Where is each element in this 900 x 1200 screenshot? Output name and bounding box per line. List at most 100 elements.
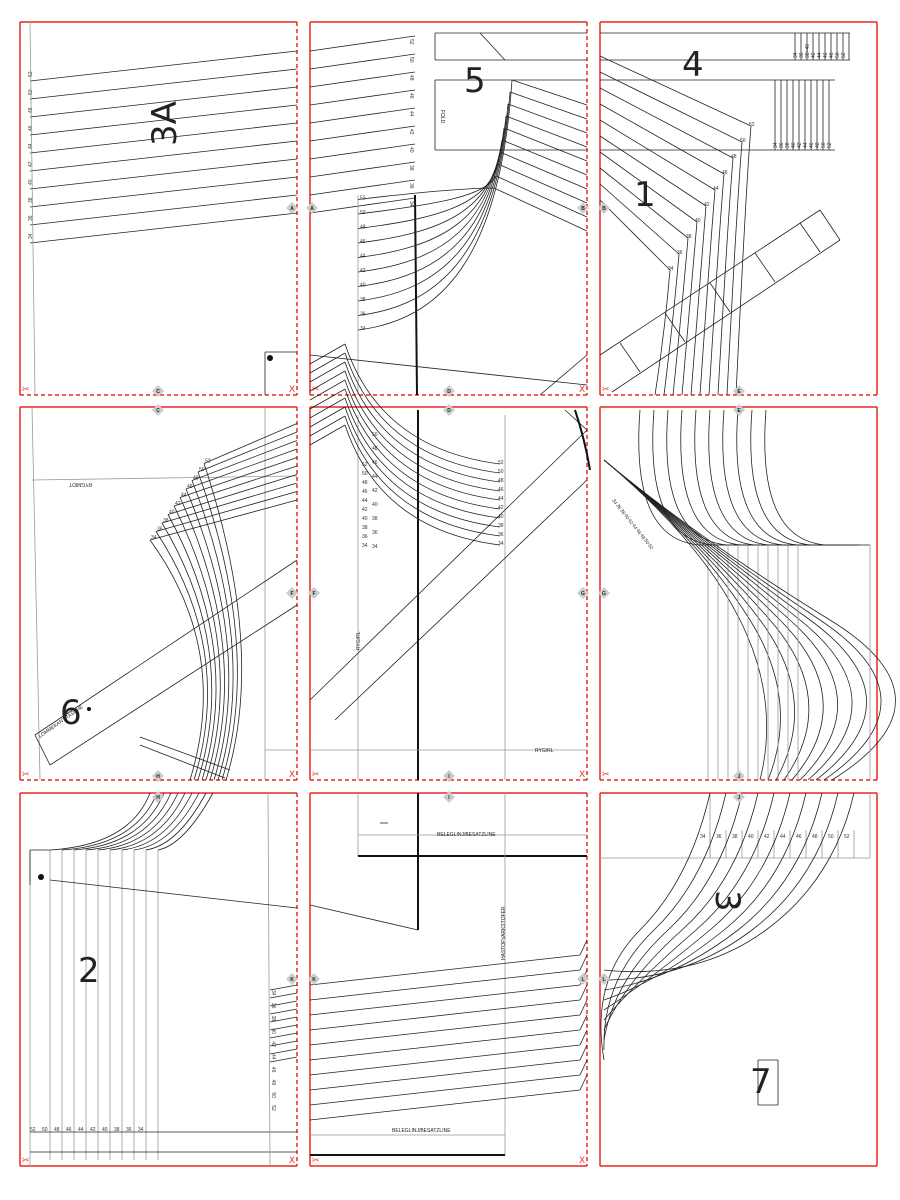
pattern-curve [357,187,495,200]
pattern-line [599,87,734,159]
sheet-tile: ✂X [309,792,588,1167]
match-marker-b [577,202,589,214]
size-label: 46 [796,834,802,840]
match-marker-e [733,404,745,416]
size-label: 52 [362,462,368,468]
pattern-curve [603,792,727,1051]
pattern-curve [654,269,671,396]
pattern-curve [600,792,711,1061]
pattern-line [619,342,641,373]
size-label: 42 [270,1041,276,1047]
pattern-line [309,53,416,70]
pattern-line [507,103,588,134]
pattern-curve [344,352,501,474]
match-marker-a [286,202,298,214]
size-label: 40 [362,516,368,522]
pattern-curve [344,388,501,510]
size-label: 42 [372,488,378,494]
pattern-curve [694,409,830,546]
pattern-line [309,969,581,1001]
size-label: 34 [408,201,414,207]
pattern-line [309,361,346,383]
match-marker-g [577,587,589,599]
pattern-curve [603,792,855,973]
pattern-line [309,954,581,986]
pattern-curve [149,539,204,781]
pattern-curve [173,505,221,781]
pattern-curve [603,792,743,1041]
piece4-size-label: 38+40 [805,44,811,58]
pattern-line [49,604,298,766]
pattern-curve [344,370,501,492]
pattern-curve [191,480,234,781]
pattern-line [29,122,298,154]
pattern-curve [603,459,853,781]
pattern-curve [735,125,752,396]
size-label: 42 [28,161,34,167]
pattern-line [309,343,346,365]
pattern-curve [603,792,791,1011]
match-marker-label: I [448,795,450,801]
sheet-tile: ✂X [19,792,298,1167]
pattern-curve [736,409,800,546]
scissors-icon: ✂ [22,770,30,780]
pattern-curve [161,522,213,781]
size-label: 46 [362,489,368,495]
piece4-size-label: 42 [811,52,817,58]
size-label: 42 [90,1127,96,1133]
size-label: 50 [498,469,504,475]
pattern-line [309,71,416,88]
pattern-line [754,252,776,283]
size-label: 44 [181,493,187,499]
size-label: 52 [270,1105,276,1111]
pattern-curve [155,531,208,781]
pattern-curve [145,792,207,851]
pattern-line [269,1008,298,1015]
pattern-curve [603,792,839,981]
back-center-vertical-label: RYG/RL [356,631,362,650]
match-marker-label: F [312,591,315,597]
size-label: 46 [66,1127,72,1133]
pattern-line [709,282,731,313]
match-marker-label: F [290,591,293,597]
pattern-curve [357,151,501,244]
size-label: 40 [498,514,504,520]
match-marker-f [308,587,320,599]
pattern-line [611,239,841,393]
match-marker-c [152,404,164,416]
pattern-line [309,415,346,437]
pattern-curve [708,409,820,546]
pattern-line [479,32,506,61]
marking-dot [87,707,91,711]
pattern-curve [666,409,850,546]
match-marker-c [152,385,164,397]
pattern-line [309,370,346,392]
cut-mark-icon: X [579,1156,585,1166]
size-label: 42 [175,501,181,507]
pattern-curve [672,237,689,396]
piece4-size-label: 46 [823,52,829,58]
pattern-curve [680,409,840,546]
match-marker-h [152,770,164,782]
size-label: 34 [270,990,276,996]
size-label: 34 [151,535,157,541]
pattern-line [309,388,346,410]
pattern-line [269,1032,298,1039]
match-marker-label: L [602,977,605,983]
pattern-line [493,187,588,232]
size-label: 48 [812,834,818,840]
piece-label-3: 3 [707,890,747,912]
size-label: 36 [716,834,722,840]
size-label: 40 [270,1028,276,1034]
size-label: 44 [78,1127,84,1133]
size-label: 42 [362,507,368,513]
grainline [414,194,418,396]
piece4-size-label: 36 [799,52,805,58]
scissors-icon: ✂ [22,1156,30,1166]
pattern-line [579,954,588,971]
match-marker-k [286,973,298,985]
size-label: 34 [498,541,504,547]
size-label: 46 [270,1067,276,1073]
size-label: 46 [809,142,815,148]
cut-mark-icon: X [289,770,295,780]
